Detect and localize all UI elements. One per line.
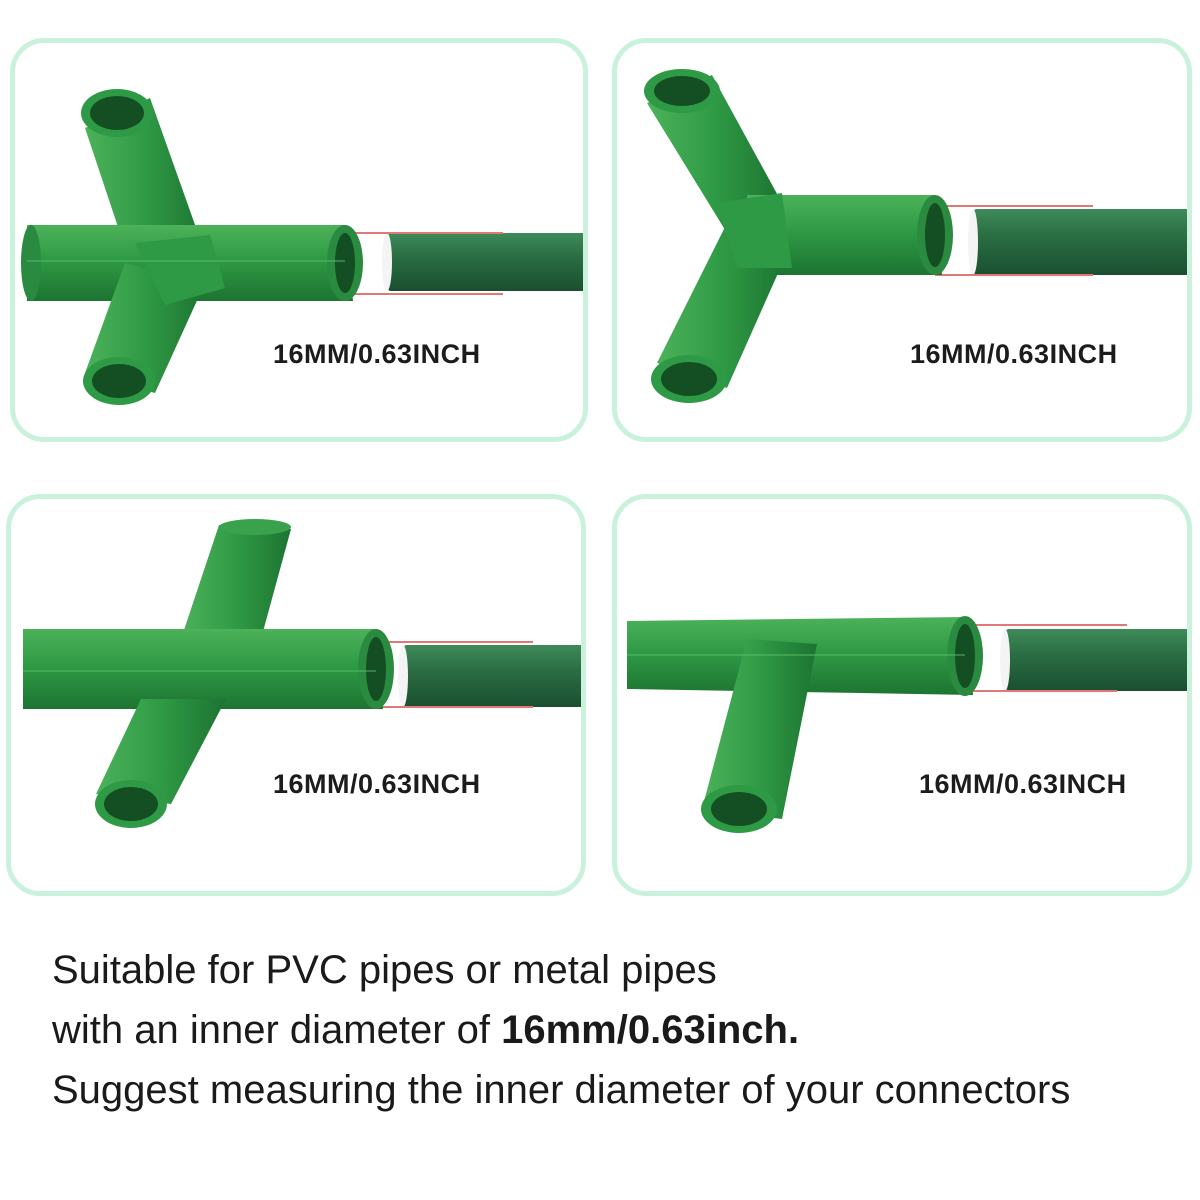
product-caption: Suitable for PVC pipes or metal pipes wi… bbox=[52, 940, 1182, 1120]
caption-line-3: Suggest measuring the inner diameter of … bbox=[52, 1068, 1071, 1112]
caption-line-1: Suitable for PVC pipes or metal pipes bbox=[52, 948, 717, 992]
connector-panel-3-way-t: 16MM/0.63INCH bbox=[612, 494, 1192, 896]
size-label: 16MM/0.63INCH bbox=[273, 339, 481, 369]
caption-line-2: with an inner diameter of 16mm/0.63inch. bbox=[52, 1000, 1182, 1060]
pipe bbox=[387, 233, 583, 291]
five-way-connector-illustration bbox=[21, 89, 583, 405]
cross-connector-illustration bbox=[23, 519, 581, 828]
pipe bbox=[1005, 629, 1187, 691]
connector-panel-4-way-cross: 16MM/0.63INCH bbox=[6, 494, 586, 896]
caption-line-2-prefix: with an inner diameter of bbox=[52, 1008, 502, 1052]
t-connector-illustration bbox=[627, 616, 1187, 833]
size-label: 16MM/0.63INCH bbox=[910, 339, 1118, 369]
size-label: 16MM/0.63INCH bbox=[919, 769, 1127, 799]
y-connector-illustration bbox=[644, 69, 1187, 403]
connector-panel-3-way-y: 16MM/0.63INCH bbox=[612, 38, 1192, 442]
size-label: 16MM/0.63INCH bbox=[273, 769, 481, 799]
pipe bbox=[403, 645, 581, 707]
caption-diameter-value: 16mm/0.63inch. bbox=[501, 1008, 800, 1052]
connector-panel-5-way: 16MM/0.63INCH bbox=[10, 38, 588, 442]
pipe bbox=[973, 209, 1187, 275]
